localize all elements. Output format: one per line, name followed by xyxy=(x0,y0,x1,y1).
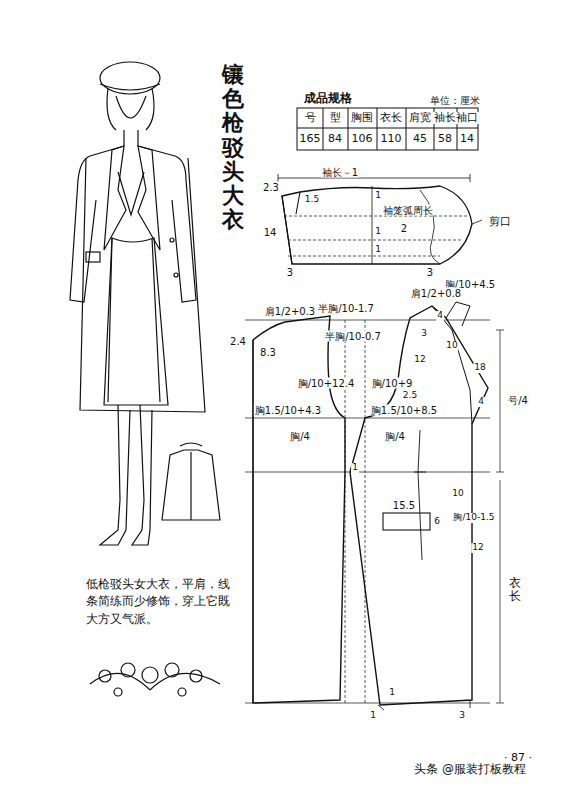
dimension-label: 2 xyxy=(400,223,408,234)
dimension-label: 3 xyxy=(426,267,434,278)
dimension-label: 肩1/2+0.8 xyxy=(410,288,462,299)
dimension-label: 165 xyxy=(299,133,322,145)
title: 镶色枪驳头大衣 xyxy=(222,62,244,231)
dimension-label: 胸/4 xyxy=(289,431,311,442)
dimension-label: 袖笼弧周长 xyxy=(382,205,434,216)
dimension-label: 胸1.5/10+8.5 xyxy=(370,405,438,416)
dimension-label: 2.3 xyxy=(262,182,280,193)
dimension-label: 10 xyxy=(451,489,464,499)
dimension-label: 成品规格 xyxy=(303,92,353,105)
dimension-label: 半胸/10-0.7 xyxy=(324,331,382,342)
dimension-label: 12 xyxy=(413,355,426,365)
dimension-label: 号 xyxy=(304,112,317,124)
dimension-label: 单位：厘米 xyxy=(429,95,481,106)
dimension-label: 1 xyxy=(374,227,382,237)
dimension-label: 4 xyxy=(436,311,444,321)
dimension-label: 4 xyxy=(477,397,485,407)
dimension-label: 12 xyxy=(471,543,484,553)
vertical-label: 衣长 xyxy=(508,577,522,603)
dimension-label: 1 xyxy=(369,711,377,721)
dimension-label: · 87 · xyxy=(503,752,533,764)
dimension-label: 45 xyxy=(412,133,428,145)
dimension-label: 14 xyxy=(263,227,278,238)
dimension-label: 衣长 xyxy=(379,112,403,124)
dimension-label: 110 xyxy=(380,133,403,145)
dimension-label: 2.5 xyxy=(402,391,418,401)
dimension-label: 10 xyxy=(445,341,458,351)
dimension-label: 58 xyxy=(437,133,453,145)
dimension-label: 型 xyxy=(329,112,342,124)
dimension-label: 胸/10+12.4 xyxy=(297,378,356,389)
dimension-label: 14 xyxy=(459,133,475,145)
caption: 低枪驳头女大衣，平肩，线条简练而少修饰，穿上它既大方又气派。 xyxy=(86,576,234,628)
dimension-label: 胸围 xyxy=(350,112,374,124)
dimension-label: 2.4 xyxy=(229,336,247,347)
dimension-label: 肩1/2+0.3 xyxy=(264,306,316,317)
dimension-label: 剪口 xyxy=(488,216,512,228)
dimension-label: 袖口 xyxy=(455,112,479,124)
dimension-label: 号/4 xyxy=(507,395,529,406)
dimension-label: 3 xyxy=(458,711,466,721)
dimension-label: 头条 @服装打板教程 xyxy=(413,763,527,776)
dimension-label: 3 xyxy=(420,329,428,339)
dimension-label: 半胸/10-1.7 xyxy=(317,303,375,314)
dimension-label: 胸1.5/10+4.3 xyxy=(254,405,322,416)
dimension-label: 胸/10-1.5 xyxy=(452,513,495,523)
dimension-label: 胸/10+9 xyxy=(371,378,414,389)
dimension-label: 3 xyxy=(286,267,294,278)
dimension-label: 1 xyxy=(374,191,382,201)
dimension-label: 袖长－1 xyxy=(321,167,359,178)
dimension-label: 1 xyxy=(388,688,396,698)
dimension-label: 胸/4 xyxy=(384,431,406,442)
dimension-label: 8.3 xyxy=(259,347,277,358)
dimension-label: 1 xyxy=(374,245,382,255)
dimension-label: 袖长 xyxy=(433,112,457,124)
dimension-label: 15.5 xyxy=(392,500,416,511)
dimension-label: 106 xyxy=(351,133,374,145)
dimension-label: 84 xyxy=(327,133,343,145)
dimension-label: 18 xyxy=(473,363,486,373)
dimension-label: 肩宽 xyxy=(408,112,432,124)
dimension-label: 1.5 xyxy=(304,195,320,205)
dimension-label: 6 xyxy=(433,517,441,527)
dimension-label: 1 xyxy=(351,463,359,473)
